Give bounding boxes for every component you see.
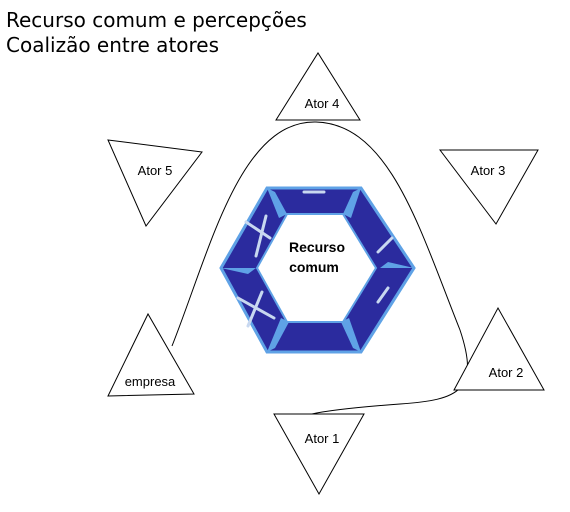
ator-2-label: Ator 2 xyxy=(489,365,524,380)
ator-4-triangle xyxy=(275,52,361,121)
node-ator-5: Ator 5 xyxy=(107,139,203,227)
title-line-1: Recurso comum e percepções xyxy=(6,8,307,32)
node-ator-2: Ator 2 xyxy=(453,306,545,391)
ator-5-label: Ator 5 xyxy=(138,163,173,178)
ator-3-label: Ator 3 xyxy=(471,163,506,178)
empresa-label: empresa xyxy=(125,374,176,389)
node-empresa: empresa xyxy=(107,312,195,397)
ator-1-label: Ator 1 xyxy=(305,431,340,446)
center-label-line-2: comum xyxy=(289,259,339,275)
ator-3-triangle xyxy=(438,149,539,225)
title-line-2: Coalizão entre atores xyxy=(6,33,220,57)
center-label-line-1: Recurso xyxy=(289,239,345,255)
ator-1-triangle xyxy=(273,413,365,496)
node-ator-3: Ator 3 xyxy=(438,149,539,225)
ator-5-triangle xyxy=(107,139,203,227)
hexagon-bevels xyxy=(221,188,414,352)
ator-4-label: Ator 4 xyxy=(305,96,340,111)
title-block: Recurso comum e percepções Coalizão entr… xyxy=(6,8,307,58)
node-ator-1: Ator 1 xyxy=(273,413,365,496)
central-resource-hexagon: Recurso comum xyxy=(219,186,416,354)
node-ator-4: Ator 4 xyxy=(275,52,361,121)
empresa-triangle xyxy=(107,312,195,397)
ator-2-triangle xyxy=(453,306,545,391)
coalition-curve xyxy=(171,121,468,415)
hexagon-marks xyxy=(236,190,394,328)
hexagon-inner xyxy=(255,213,378,323)
